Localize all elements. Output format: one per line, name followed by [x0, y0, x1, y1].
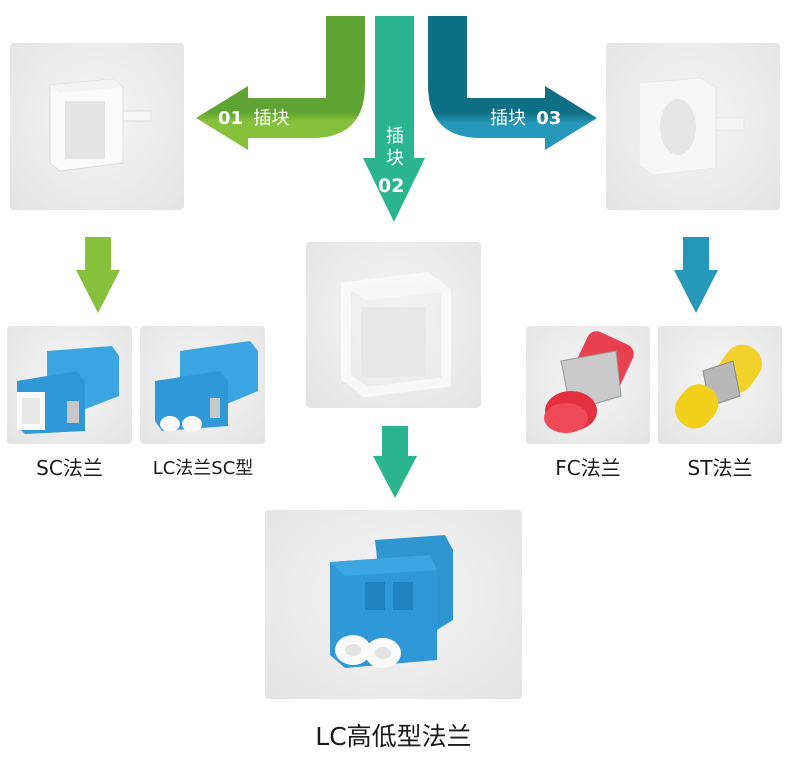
branch-01-label: 01 插块: [218, 104, 289, 130]
insert-02-image: [306, 242, 481, 408]
arrow-down-green-icon: [76, 237, 120, 313]
branch-03-text: 插块: [490, 108, 526, 129]
branch-arrow-01: [196, 16, 365, 150]
branch-03-label: 插块 03: [490, 104, 561, 130]
fc-flange-label: FC法兰: [555, 456, 621, 480]
insert-01-image: [10, 43, 184, 210]
st-flange-image: [658, 326, 782, 444]
branch-02-text-2: 块: [386, 148, 404, 169]
branch-arrow-03: [428, 16, 597, 150]
branch-02-text-1: 插: [386, 126, 404, 147]
arrow-down-teal-icon: [373, 426, 417, 498]
sc-flange-image: [7, 326, 132, 444]
insert-03-image: [606, 43, 780, 210]
branch-02-number: 02: [378, 175, 405, 197]
lc-high-low-flange-image: [265, 510, 522, 699]
branch-arrow-02: [363, 16, 425, 222]
branch-03-number: 03: [536, 108, 562, 129]
branch-02-label: 插 块: [383, 126, 407, 170]
branch-01-text: 插块: [253, 108, 290, 129]
lc-flange-sc-type-label: LC法兰SC型: [152, 458, 254, 479]
sc-flange-label: SC法兰: [36, 456, 103, 480]
st-flange-label: ST法兰: [687, 456, 753, 480]
arrow-down-blue-icon: [674, 237, 718, 313]
fc-flange-image: [526, 326, 650, 444]
lc-high-low-flange-label: LC高低型法兰: [315, 722, 472, 751]
branch-01-number: 01: [218, 108, 244, 129]
lc-flange-sc-type-image: [140, 326, 265, 444]
